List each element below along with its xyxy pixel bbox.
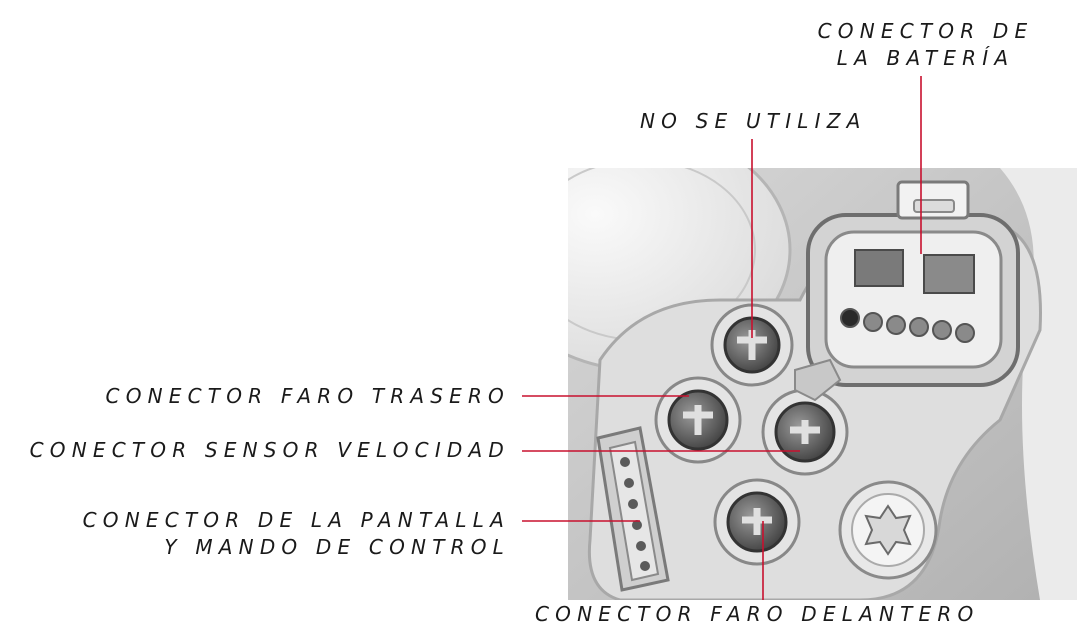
label-speed-sensor-connector: CONECTOR SENSOR VELOCIDAD [29,438,510,462]
display-connector-strip [596,426,670,592]
port-speed-sensor [761,388,849,476]
label-not-used: NO SE UTILIZA [640,109,867,133]
label-front-light-connector: CONECTOR FARO DELANTERO [535,602,980,626]
label-battery-connector: CONECTOR DE LA BATERÍA [817,19,1034,70]
photo-area [568,168,1077,600]
label-rear-light-connector: CONECTOR FARO TRASERO [105,384,510,408]
port-front-light [713,478,801,566]
label-display-connector: CONECTOR DE LA PANTALLA Y MANDO DE CONTR… [82,508,510,559]
battery-connector-housing [806,180,1020,387]
port-not-used [710,303,794,387]
leader-lines [522,76,922,600]
port-rear-light [654,376,742,464]
torx-bolt [838,480,938,580]
